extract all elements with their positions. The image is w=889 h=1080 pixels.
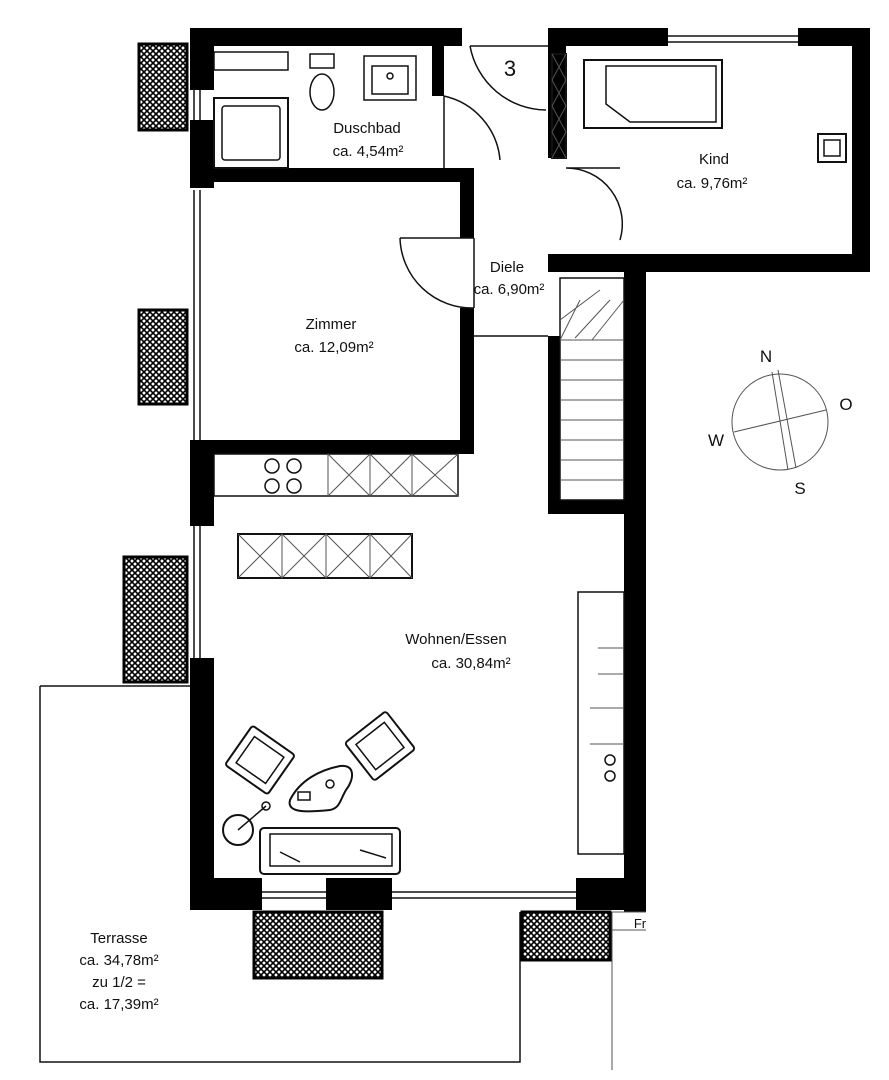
planter-box (137, 308, 189, 406)
room-name-duschbad: Duschbad (333, 120, 401, 137)
room-area-terrasse: ca. 34,78m² (79, 952, 158, 969)
room-area-diele: ca. 6,90m² (474, 281, 545, 298)
kitchen-island (237, 533, 413, 579)
planter-boxes (122, 42, 612, 980)
compass-s-label: S (794, 479, 805, 498)
kind-furniture (551, 53, 847, 163)
room-name-terrasse: Terrasse (90, 930, 148, 947)
bathroom-fixtures (213, 51, 417, 169)
edge-step (611, 911, 646, 1070)
shower-tray (213, 97, 289, 169)
wall-cabinets (577, 591, 625, 855)
room-name-zimmer: Zimmer (306, 316, 357, 333)
hob-ring (264, 458, 280, 474)
room-area-duschbad: ca. 4,54m² (333, 143, 404, 160)
sink-icon (363, 55, 417, 101)
room-area-wohnen: ca. 30,84m² (431, 655, 510, 672)
terrasse-share-label: zu 1/2 = (92, 974, 146, 991)
sofa (259, 827, 401, 875)
toilet-icon (309, 73, 335, 111)
room-area-kind: ca. 9,76m² (677, 175, 748, 192)
staircase (474, 277, 625, 501)
edge-mark: Fr (634, 916, 647, 931)
coffee-table (288, 764, 353, 813)
doors (399, 45, 624, 309)
room-area-zimmer: ca. 12,09m² (294, 339, 373, 356)
walls (190, 28, 870, 912)
compass: N O S W (708, 347, 853, 498)
planter-box (122, 555, 189, 684)
armchair-icon (225, 725, 295, 795)
stair-number: 3 (504, 56, 516, 81)
compass-w-label: W (708, 431, 724, 450)
planter-box (520, 910, 612, 962)
armchair-icon (344, 711, 416, 781)
chimney-icon (817, 133, 847, 163)
living-furniture (222, 711, 416, 875)
room-name-wohnen: Wohnen/Essen (405, 631, 506, 648)
terrace-outline (39, 685, 521, 1063)
compass-o-label: O (839, 395, 852, 414)
terrasse-share-area: ca. 17,39m² (79, 996, 158, 1013)
planter-box (252, 910, 384, 980)
compass-n-label: N (760, 347, 772, 366)
bed (583, 59, 723, 129)
windows (193, 35, 798, 899)
planter-box (137, 42, 189, 132)
room-name-kind: Kind (699, 151, 729, 168)
room-name-diele: Diele (490, 259, 524, 276)
kitchen-counter (213, 453, 459, 579)
floor-lamp (222, 814, 254, 846)
compass-ring (731, 373, 829, 471)
